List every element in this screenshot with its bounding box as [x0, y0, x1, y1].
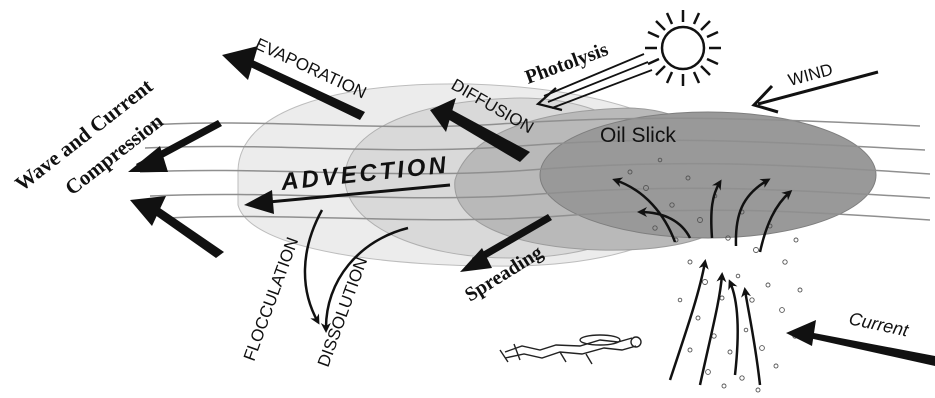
- oil-slick-core: [540, 112, 876, 238]
- flocculation-label: FLOCCULATION: [240, 235, 302, 364]
- current-label: Current: [847, 308, 911, 340]
- oil-slick-label: Oil Slick: [600, 124, 676, 147]
- sun-icon: [645, 10, 721, 86]
- scuba-diver-icon: [500, 335, 641, 364]
